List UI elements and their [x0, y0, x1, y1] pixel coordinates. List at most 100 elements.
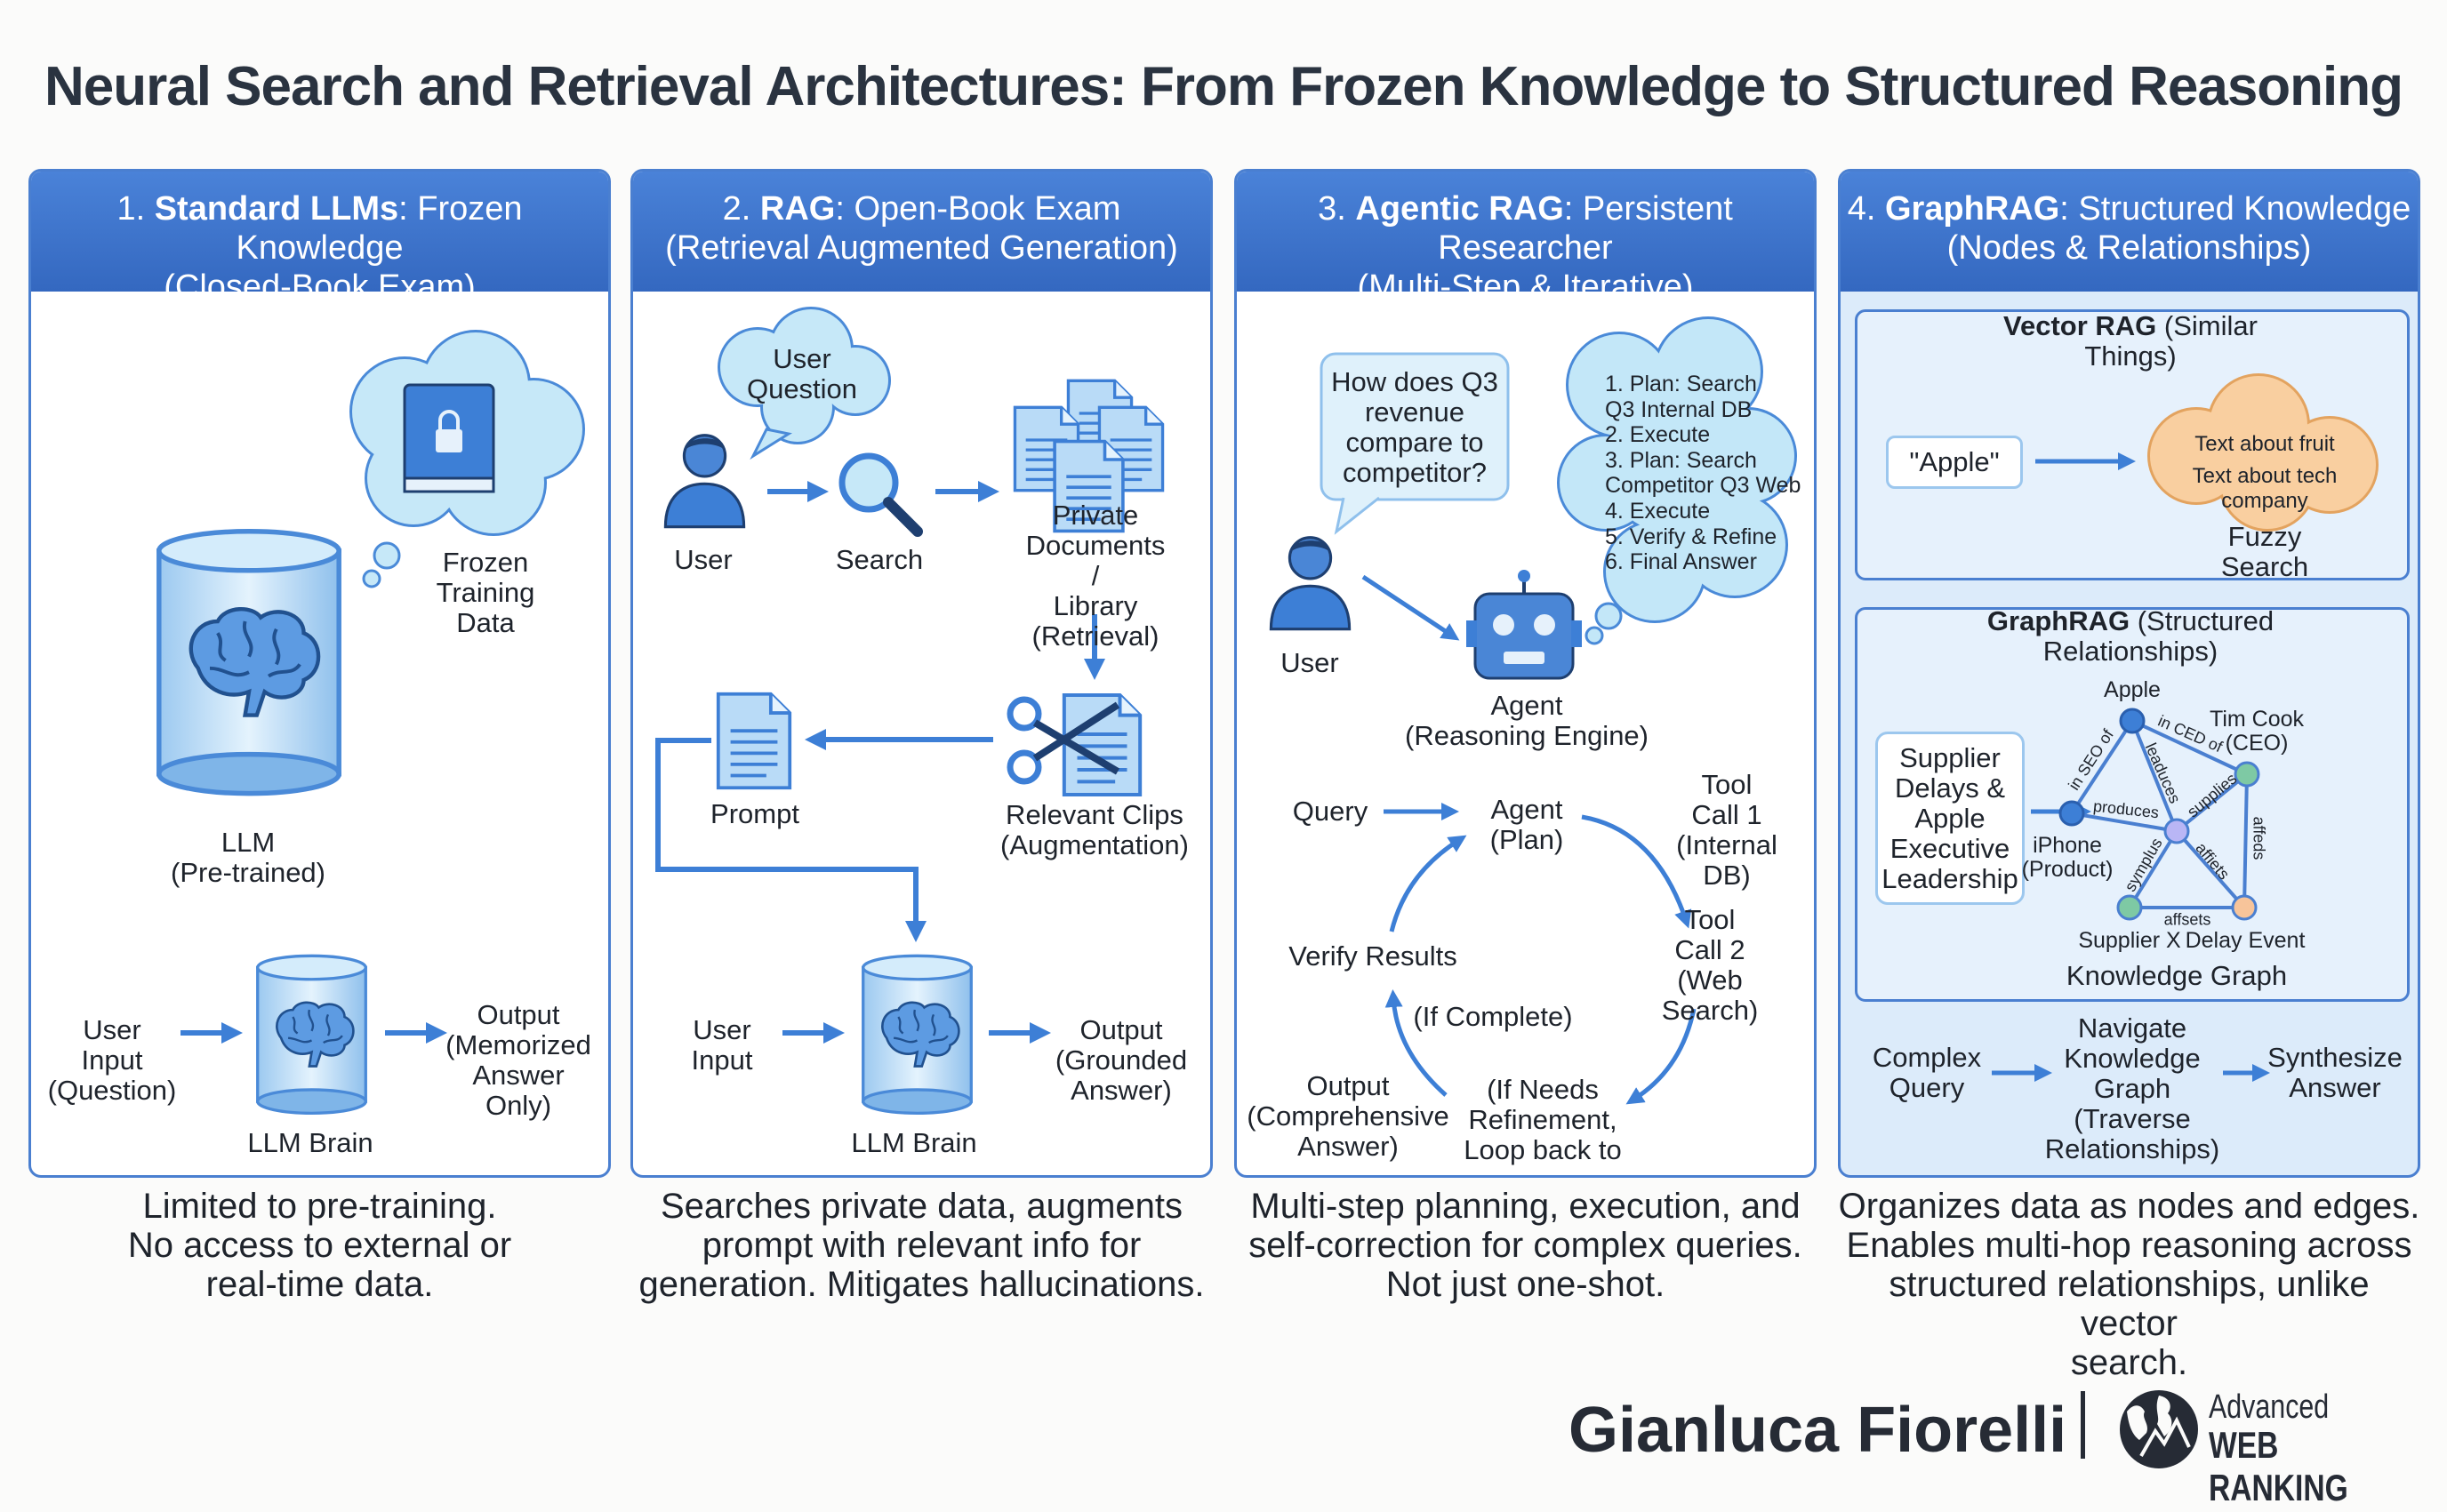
output-label: Output (Grounded Answer) [1055, 1014, 1188, 1106]
panel-header: 2. RAG: Open-Book Exam(Retrieval Augment… [633, 172, 1210, 292]
question-text: How does Q3 revenue compare to competito… [1331, 366, 1498, 488]
frozen-data-label: Frozen Training Data [436, 547, 535, 638]
magnifier-icon [838, 452, 923, 537]
panel-header: 3. Agentic RAG: Persistent Researcher(Mu… [1237, 172, 1814, 306]
user-input-label: User Input [691, 1014, 753, 1076]
panel-title: : Open-Book Exam [835, 190, 1121, 228]
panel-subtitle: (Multi-Step & Iterative) [1357, 268, 1694, 306]
caption-agentic-rag: Multi-step planning, execution, and self… [1248, 1187, 1802, 1304]
tool-call-2-label: Tool Call 2 (Web Search) [1661, 904, 1759, 1026]
node-tim-cook [2234, 761, 2260, 788]
panel-title-bold: Agentic RAG [1355, 190, 1564, 228]
node-label-tim-cook: Tim Cook (CEO) [2209, 707, 2305, 756]
synthesize-answer-label: Synthesize Answer [2267, 1042, 2403, 1103]
panel-title-bold: Standard LLMs [154, 190, 399, 228]
panel-subtitle: (Nodes & Relationships) [1946, 229, 2312, 267]
panel-title-bold: RAG [759, 190, 836, 228]
plan-cloud-icon [1557, 316, 1797, 645]
node-apple [2119, 708, 2146, 734]
tool-call-1-label: Tool Call 1 (Internal DB) [1676, 769, 1777, 891]
output-label: Output (Memorized Answer Only) [445, 999, 591, 1121]
small-jar-brain-icon [256, 954, 367, 1116]
supplier-query-box [1875, 732, 2025, 905]
node-label-iphone: iPhone (Product) [2021, 833, 2114, 882]
logo-line-1: Advanced [2209, 1388, 2330, 1426]
page-title: Neural Search and Retrieval Architecture… [44, 56, 2403, 117]
arrow [1389, 835, 1467, 932]
node-iphone [2058, 800, 2085, 827]
llm-brain-label: LLM Brain [851, 1127, 977, 1158]
edge-label: affsets [2163, 910, 2211, 929]
panel-number: 1. [116, 190, 155, 228]
apple-query-box [1886, 436, 2023, 489]
llm-label: LLM (Pre-trained) [171, 827, 325, 888]
globe-logo-icon [2120, 1390, 2198, 1468]
fruit-text: Text about fruit [2194, 432, 2335, 456]
agent-plan-label: Agent (Plan) [1489, 794, 1564, 855]
graph-edges [2070, 719, 2249, 909]
robot-agent-icon [1466, 570, 1582, 680]
graphrag-title-rest: (Structured Relationships) [2042, 605, 2275, 667]
orange-cloud-icon [2147, 373, 2379, 532]
panel-title: : Frozen Knowledge [236, 190, 523, 267]
prompt-document-icon [716, 692, 792, 790]
vector-rag-title-bold: Vector RAG [2003, 310, 2157, 341]
vector-rag-title-rest: (Similar Things) [2084, 310, 2258, 372]
jar-brain-icon [159, 532, 339, 794]
vector-rag-title: Vector RAG (Similar Things) [1987, 311, 2275, 372]
caption-graphrag: Organizes data as nodes and edges. Enabl… [1838, 1187, 2420, 1382]
llm-brain-label: LLM Brain [247, 1127, 373, 1158]
private-documents-label: Private Documents / Library (Retrieval) [1025, 500, 1166, 652]
knowledge-graph-label: Knowledge Graph [2066, 960, 2288, 991]
panel-subtitle: (Retrieval Augmented Generation) [665, 229, 1178, 267]
scissors-clips-icon [1007, 695, 1140, 795]
panel-agentic-rag: 3. Agentic RAG: Persistent Researcher(Mu… [1234, 169, 1817, 1178]
output-label: Output (Comprehensive Answer) [1247, 1070, 1449, 1162]
verify-results-label: Verify Results [1288, 940, 1457, 972]
apple-query-text: "Apple" [1909, 446, 2000, 477]
navigate-graph-label: Navigate Knowledge Graph (Traverse Relat… [2044, 1012, 2220, 1164]
user-icon [663, 434, 746, 529]
arrow [1581, 814, 1692, 929]
caption-standard-llm: Limited to pre-training. No access to ex… [127, 1187, 512, 1304]
panel-header: 4. GraphRAG: Structured Knowledge(Nodes … [1841, 172, 2418, 292]
arrow [1625, 1008, 1697, 1105]
author-name: Gianluca Fiorelli [1568, 1395, 2067, 1466]
plan-steps: 1. Plan: Search Q3 Internal DB 2. Execut… [1605, 372, 1801, 575]
panel-title: : Structured Knowledge [2059, 190, 2411, 228]
prompt-label: Prompt [710, 798, 799, 829]
panel-title: : Persistent Researcher [1438, 190, 1733, 267]
node-label-apple: Apple [2104, 677, 2161, 702]
panel-number: 2. [722, 190, 760, 228]
panel-graphrag: 4. GraphRAG: Structured Knowledge(Nodes … [1838, 169, 2420, 1178]
user-question-label: User Question [746, 343, 858, 404]
panel-standard-llm: 1. Standard LLMs: Frozen Knowledge(Close… [28, 169, 611, 1178]
panel-number: 4. [1847, 190, 1885, 228]
panel-number: 3. [1318, 190, 1356, 228]
jar-brain-icon [862, 954, 973, 1116]
fuzzy-search-label: Fuzzy Search [2220, 521, 2309, 582]
question-cloud-icon [718, 307, 891, 460]
edge-label: affeds [2250, 816, 2268, 860]
node-center [2163, 818, 2190, 844]
tech-text: Text about tech company [2192, 464, 2338, 513]
agent-label: Agent (Reasoning Engine) [1404, 690, 1649, 751]
node-supplier-x [2116, 894, 2143, 921]
complex-query-label: Complex Query [1872, 1042, 1982, 1103]
locked-book-icon [403, 383, 495, 493]
arrow [1384, 989, 1448, 1097]
panel-subtitle: (Closed-Book Exam) [164, 268, 476, 306]
search-label: Search [835, 544, 924, 575]
user-input-label: User Input (Question) [47, 1014, 177, 1106]
user-label: User [1280, 647, 1339, 678]
caption-rag: Searches private data, augments prompt w… [638, 1187, 1205, 1304]
footer-divider [2081, 1391, 2085, 1459]
graphrag-title: GraphRAG (Structured Relationships) [1987, 606, 2275, 667]
supplier-query-text: Supplier Delays & Apple Executive Leader… [1881, 742, 2018, 894]
node-delay-event [2231, 894, 2258, 921]
panel-header: 1. Standard LLMs: Frozen Knowledge(Close… [31, 172, 608, 306]
user-icon [1269, 536, 1352, 631]
arrow [1361, 574, 1460, 641]
node-label-supplier-x: Supplier X [2078, 928, 2181, 953]
node-label-delay-event: Delay Event [2185, 928, 2306, 953]
